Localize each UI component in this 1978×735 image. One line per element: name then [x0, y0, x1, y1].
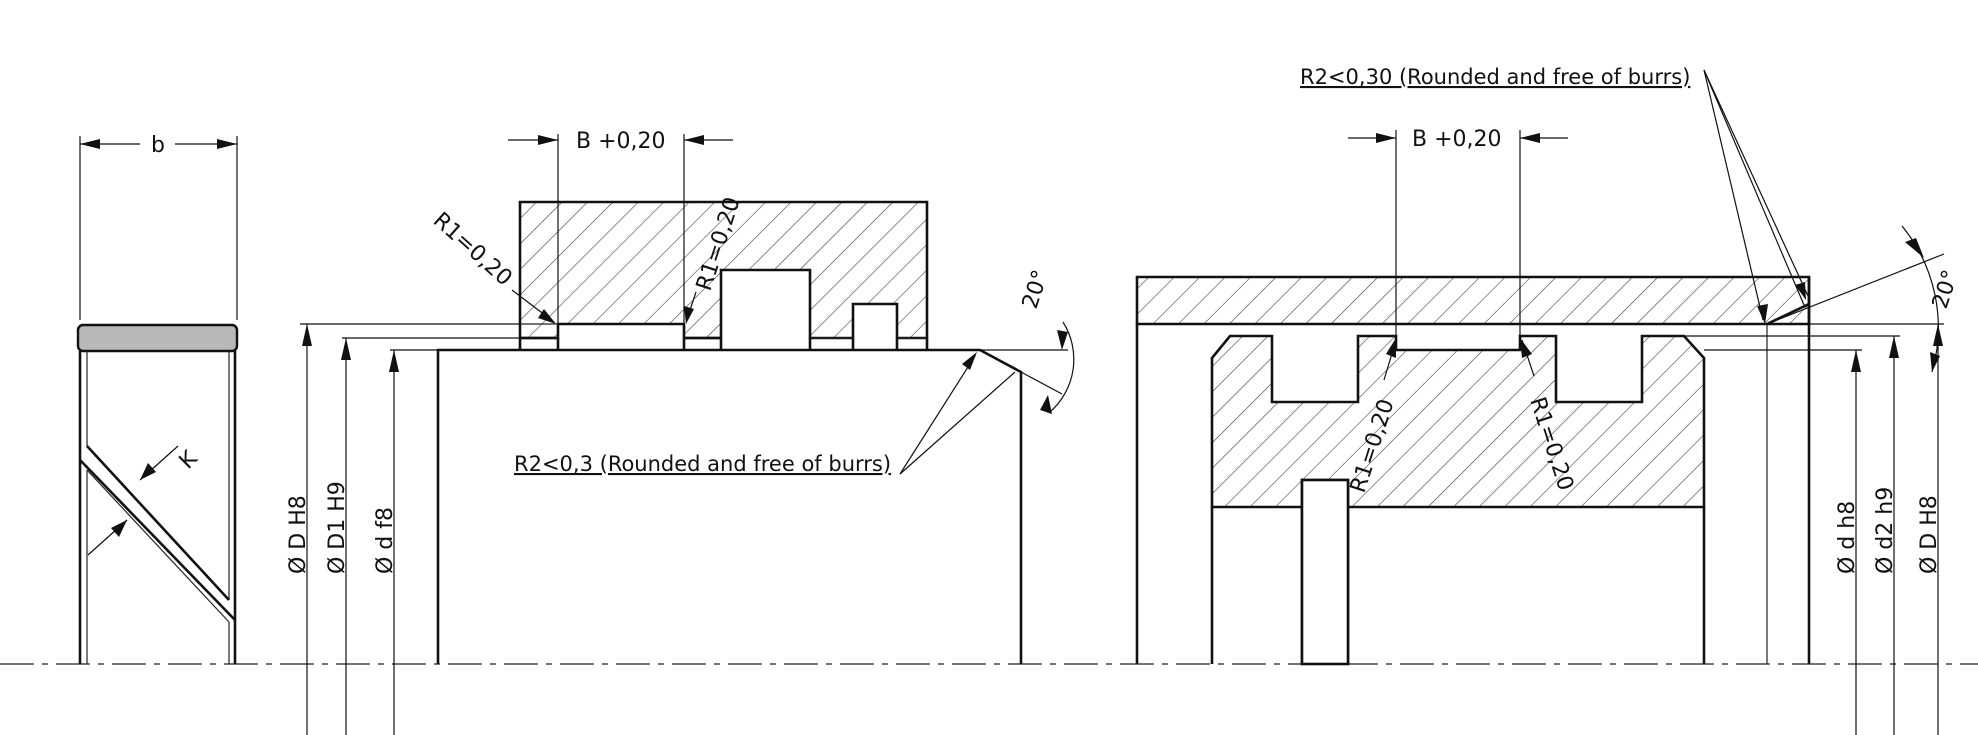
- seal-thickness-dimension: [87, 445, 179, 556]
- dia-inner-label-right: Ø d h8: [1835, 501, 1860, 574]
- chamfer-angle-dimension-left: [980, 321, 1075, 414]
- groove-width-label-left: B +0,20: [576, 129, 666, 154]
- groove-width-dimension-left: [508, 134, 733, 324]
- chamfer-angle-dimension-right: [1766, 225, 1945, 373]
- seal-section: [76, 323, 239, 664]
- dia-mid-label-right: Ø d2 h9: [1873, 487, 1898, 574]
- dia-outer-label-right: Ø D H8: [1917, 495, 1942, 574]
- housing-diameter-dimensions: [302, 324, 399, 735]
- groove-width-dimension-right: [1348, 130, 1568, 336]
- dia-inner-label-left: Ø d f8: [373, 507, 398, 574]
- chamfer-angle-label-right: 20°: [1928, 267, 1964, 312]
- seal-thickness-label: K: [175, 446, 203, 474]
- seal-width-label: b: [151, 133, 165, 158]
- housing-section: [436, 200, 1023, 664]
- edge-note-right: R2<0,30 (Rounded and free of burrs): [1300, 65, 1690, 89]
- radius-label-left-1: R1=0,20: [428, 208, 517, 291]
- piston-diameter-dimensions: [1851, 324, 1943, 735]
- seal-top-band: [76, 323, 239, 353]
- edge-note-leader-left: [899, 352, 1016, 475]
- edge-note-leader-right: [1703, 69, 1809, 324]
- dia-outer-label-left: Ø D H8: [286, 495, 311, 574]
- chamfer-angle-label-left: 20°: [1018, 267, 1054, 312]
- groove-width-label-right: B +0,20: [1412, 127, 1502, 152]
- dia-mid-label-left: Ø D1 H9: [325, 481, 350, 574]
- edge-note-left: R2<0,3 (Rounded and free of burrs): [514, 452, 891, 476]
- piston-section: [1135, 275, 1811, 666]
- seal-width-dimension: [79, 136, 238, 320]
